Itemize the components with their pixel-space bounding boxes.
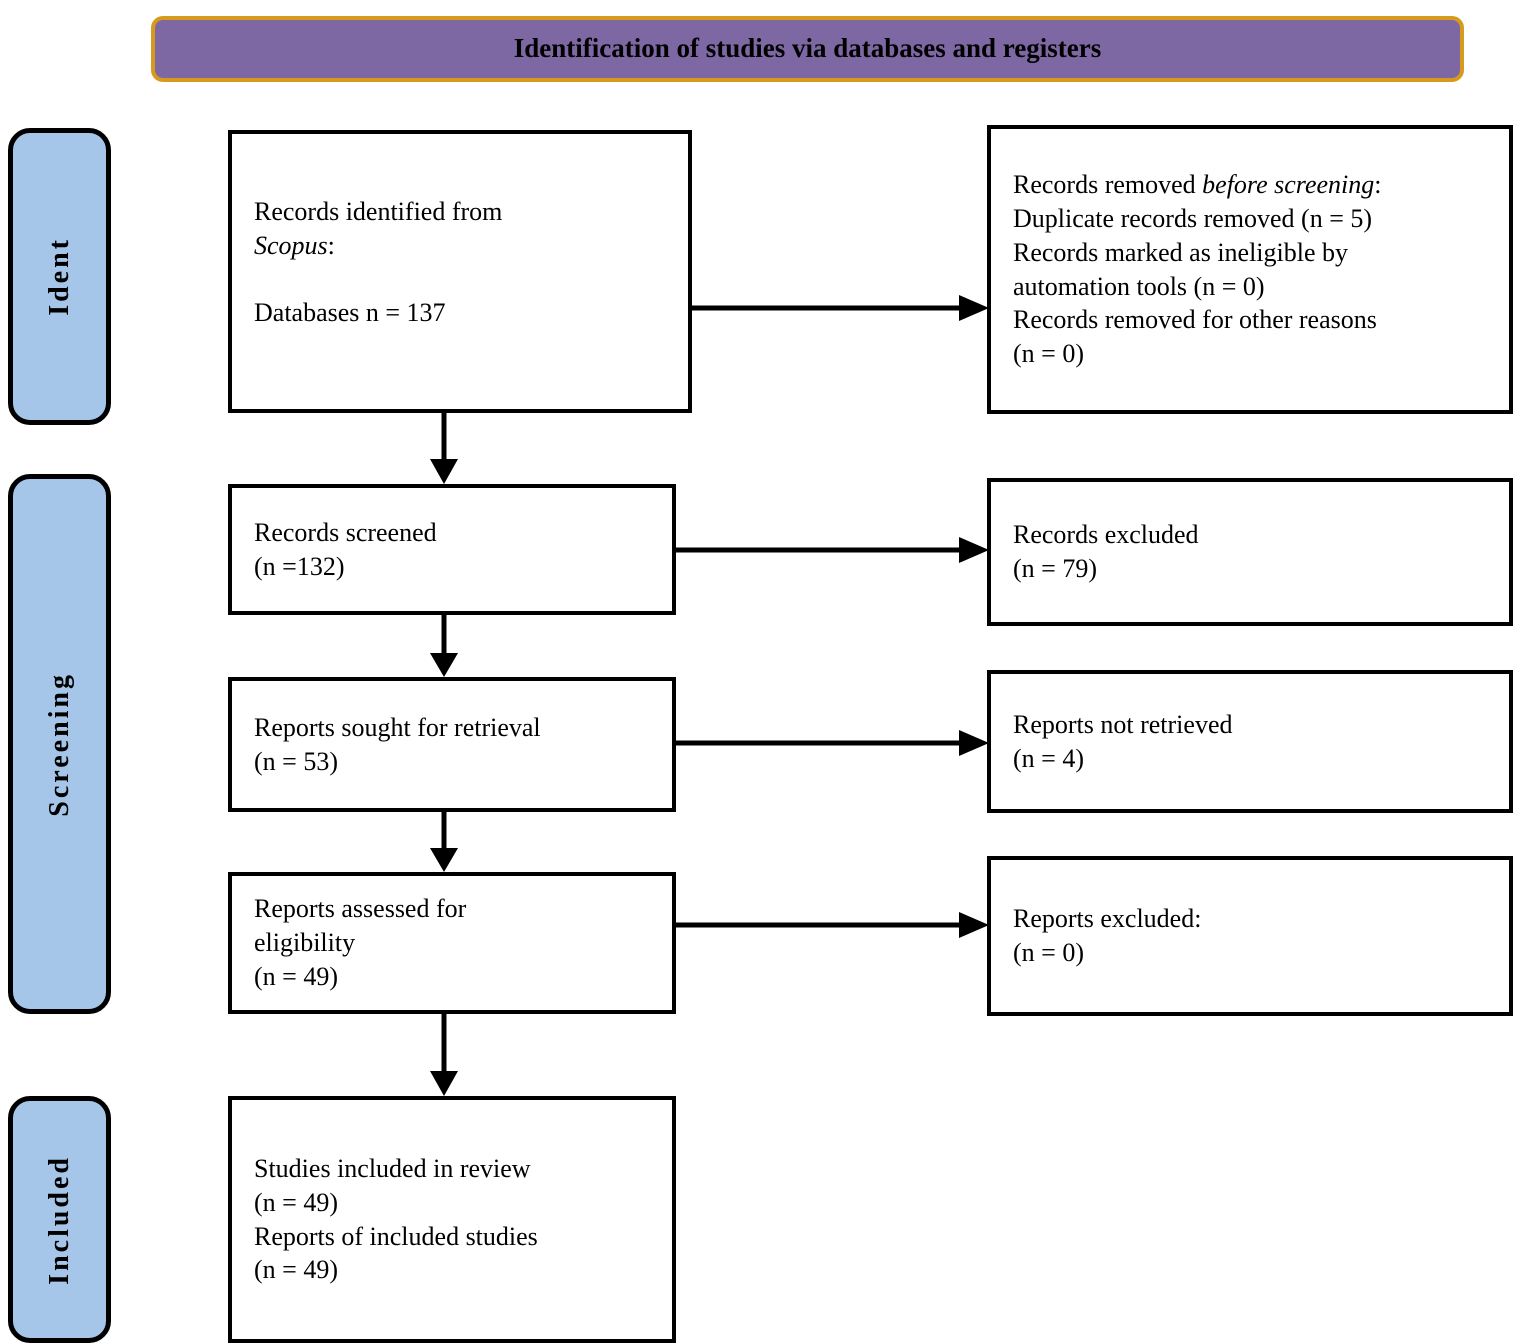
arrow-sought-to-assessed	[424, 812, 464, 872]
box-records-excluded-text: Records excluded (n = 79)	[1013, 518, 1487, 586]
box-reports-not-retrieved-text: Reports not retrieved (n = 4)	[1013, 708, 1487, 776]
records-identified-count: Databases n = 137	[254, 298, 446, 328]
reports-included-count: (n = 49)	[254, 1255, 338, 1285]
reports-assessed-count: (n = 49)	[254, 961, 338, 991]
reports-included-label: Reports of included studies	[254, 1221, 538, 1251]
box-reports-excluded: Reports excluded: (n = 0)	[987, 856, 1513, 1016]
stage-rail-included: Included	[8, 1096, 111, 1343]
records-excluded-label: Records excluded	[1013, 520, 1199, 550]
box-reports-assessed: Reports assessed for eligibility(n = 49)	[228, 872, 676, 1014]
box-records-removed-text: Records removed before screening:Duplica…	[1013, 168, 1487, 371]
reports-excluded-count: (n = 0)	[1013, 938, 1084, 967]
reports-sought-count: (n = 53)	[254, 746, 338, 776]
arrow-identified-to-screened	[424, 413, 464, 484]
box-reports-not-retrieved: Reports not retrieved (n = 4)	[987, 670, 1513, 813]
records-removed-prefix: Records removed	[1013, 170, 1203, 200]
stage-rail-screening: Screening	[8, 474, 111, 1014]
reports-assessed-label-line2: eligibility	[254, 928, 356, 958]
removed-other-reasons-line2: (n = 0)	[1013, 339, 1084, 369]
diagram-header-banner: Identification of studies via databases …	[151, 16, 1464, 82]
stage-rail-identification: Ident	[8, 128, 111, 425]
records-removed-emphasis: before screening	[1202, 170, 1375, 200]
arrow-screened-to-sought	[424, 615, 464, 677]
records-identified-line1: Records identified from	[254, 196, 503, 226]
arrow-assessed-to-reports-excluded	[674, 909, 989, 941]
ineligible-automation-line2: automation tools (n = 0)	[1013, 271, 1265, 301]
box-records-removed: Records removed before screening:Duplica…	[987, 125, 1513, 414]
reports-sought-label: Reports sought for retrieval	[254, 712, 541, 742]
box-records-screened-text: Records screened (n =132)	[254, 516, 650, 584]
records-removed-colon: :	[1374, 170, 1382, 200]
removed-other-reasons-line1: Records removed for other reasons	[1013, 305, 1377, 335]
records-identified-colon: :	[327, 230, 335, 260]
box-studies-included: Studies included in review (n = 49) Report…	[228, 1096, 676, 1343]
studies-included-count: (n = 49)	[254, 1187, 338, 1217]
reports-not-retrieved-label: Reports not retrieved	[1013, 709, 1233, 739]
arrow-screened-to-records-excluded	[674, 534, 989, 566]
box-studies-included-text: Studies included in review (n = 49) Report…	[254, 1152, 650, 1287]
stage-rail-identification-label: Ident	[43, 237, 75, 316]
stage-rail-included-label: Included	[43, 1154, 75, 1285]
arrow-assessed-to-included	[424, 1014, 464, 1096]
box-records-excluded: Records excluded (n = 79)	[987, 478, 1513, 626]
box-reports-excluded-text: Reports excluded: (n = 0)	[1013, 902, 1487, 970]
duplicate-records-removed: Duplicate records removed (n = 5)	[1013, 203, 1373, 233]
reports-excluded-label: Reports excluded:	[1013, 904, 1202, 934]
records-identified-source: Scopus	[254, 230, 328, 260]
studies-included-label: Studies included in review	[254, 1153, 531, 1183]
stage-rail-screening-label: Screening	[43, 671, 75, 817]
arrow-sought-to-not-retrieved	[674, 727, 989, 759]
records-screened-label: Records screened	[254, 517, 437, 547]
arrow-identified-to-removed	[690, 292, 989, 324]
reports-not-retrieved-count: (n = 4)	[1013, 743, 1084, 773]
box-records-screened: Records screened (n =132)	[228, 484, 676, 615]
box-reports-sought-text: Reports sought for retrieval (n = 53)	[254, 711, 650, 779]
records-excluded-count: (n = 79)	[1013, 554, 1097, 583]
ineligible-automation-line1: Records marked as ineligible by	[1013, 237, 1349, 267]
box-reports-assessed-text: Reports assessed for eligibility(n = 49)	[254, 892, 650, 993]
diagram-title: Identification of studies via databases …	[513, 33, 1102, 64]
records-screened-count: (n =132)	[254, 551, 345, 581]
reports-assessed-label-line1: Reports assessed for	[254, 894, 467, 924]
box-reports-sought: Reports sought for retrieval (n = 53)	[228, 677, 676, 812]
